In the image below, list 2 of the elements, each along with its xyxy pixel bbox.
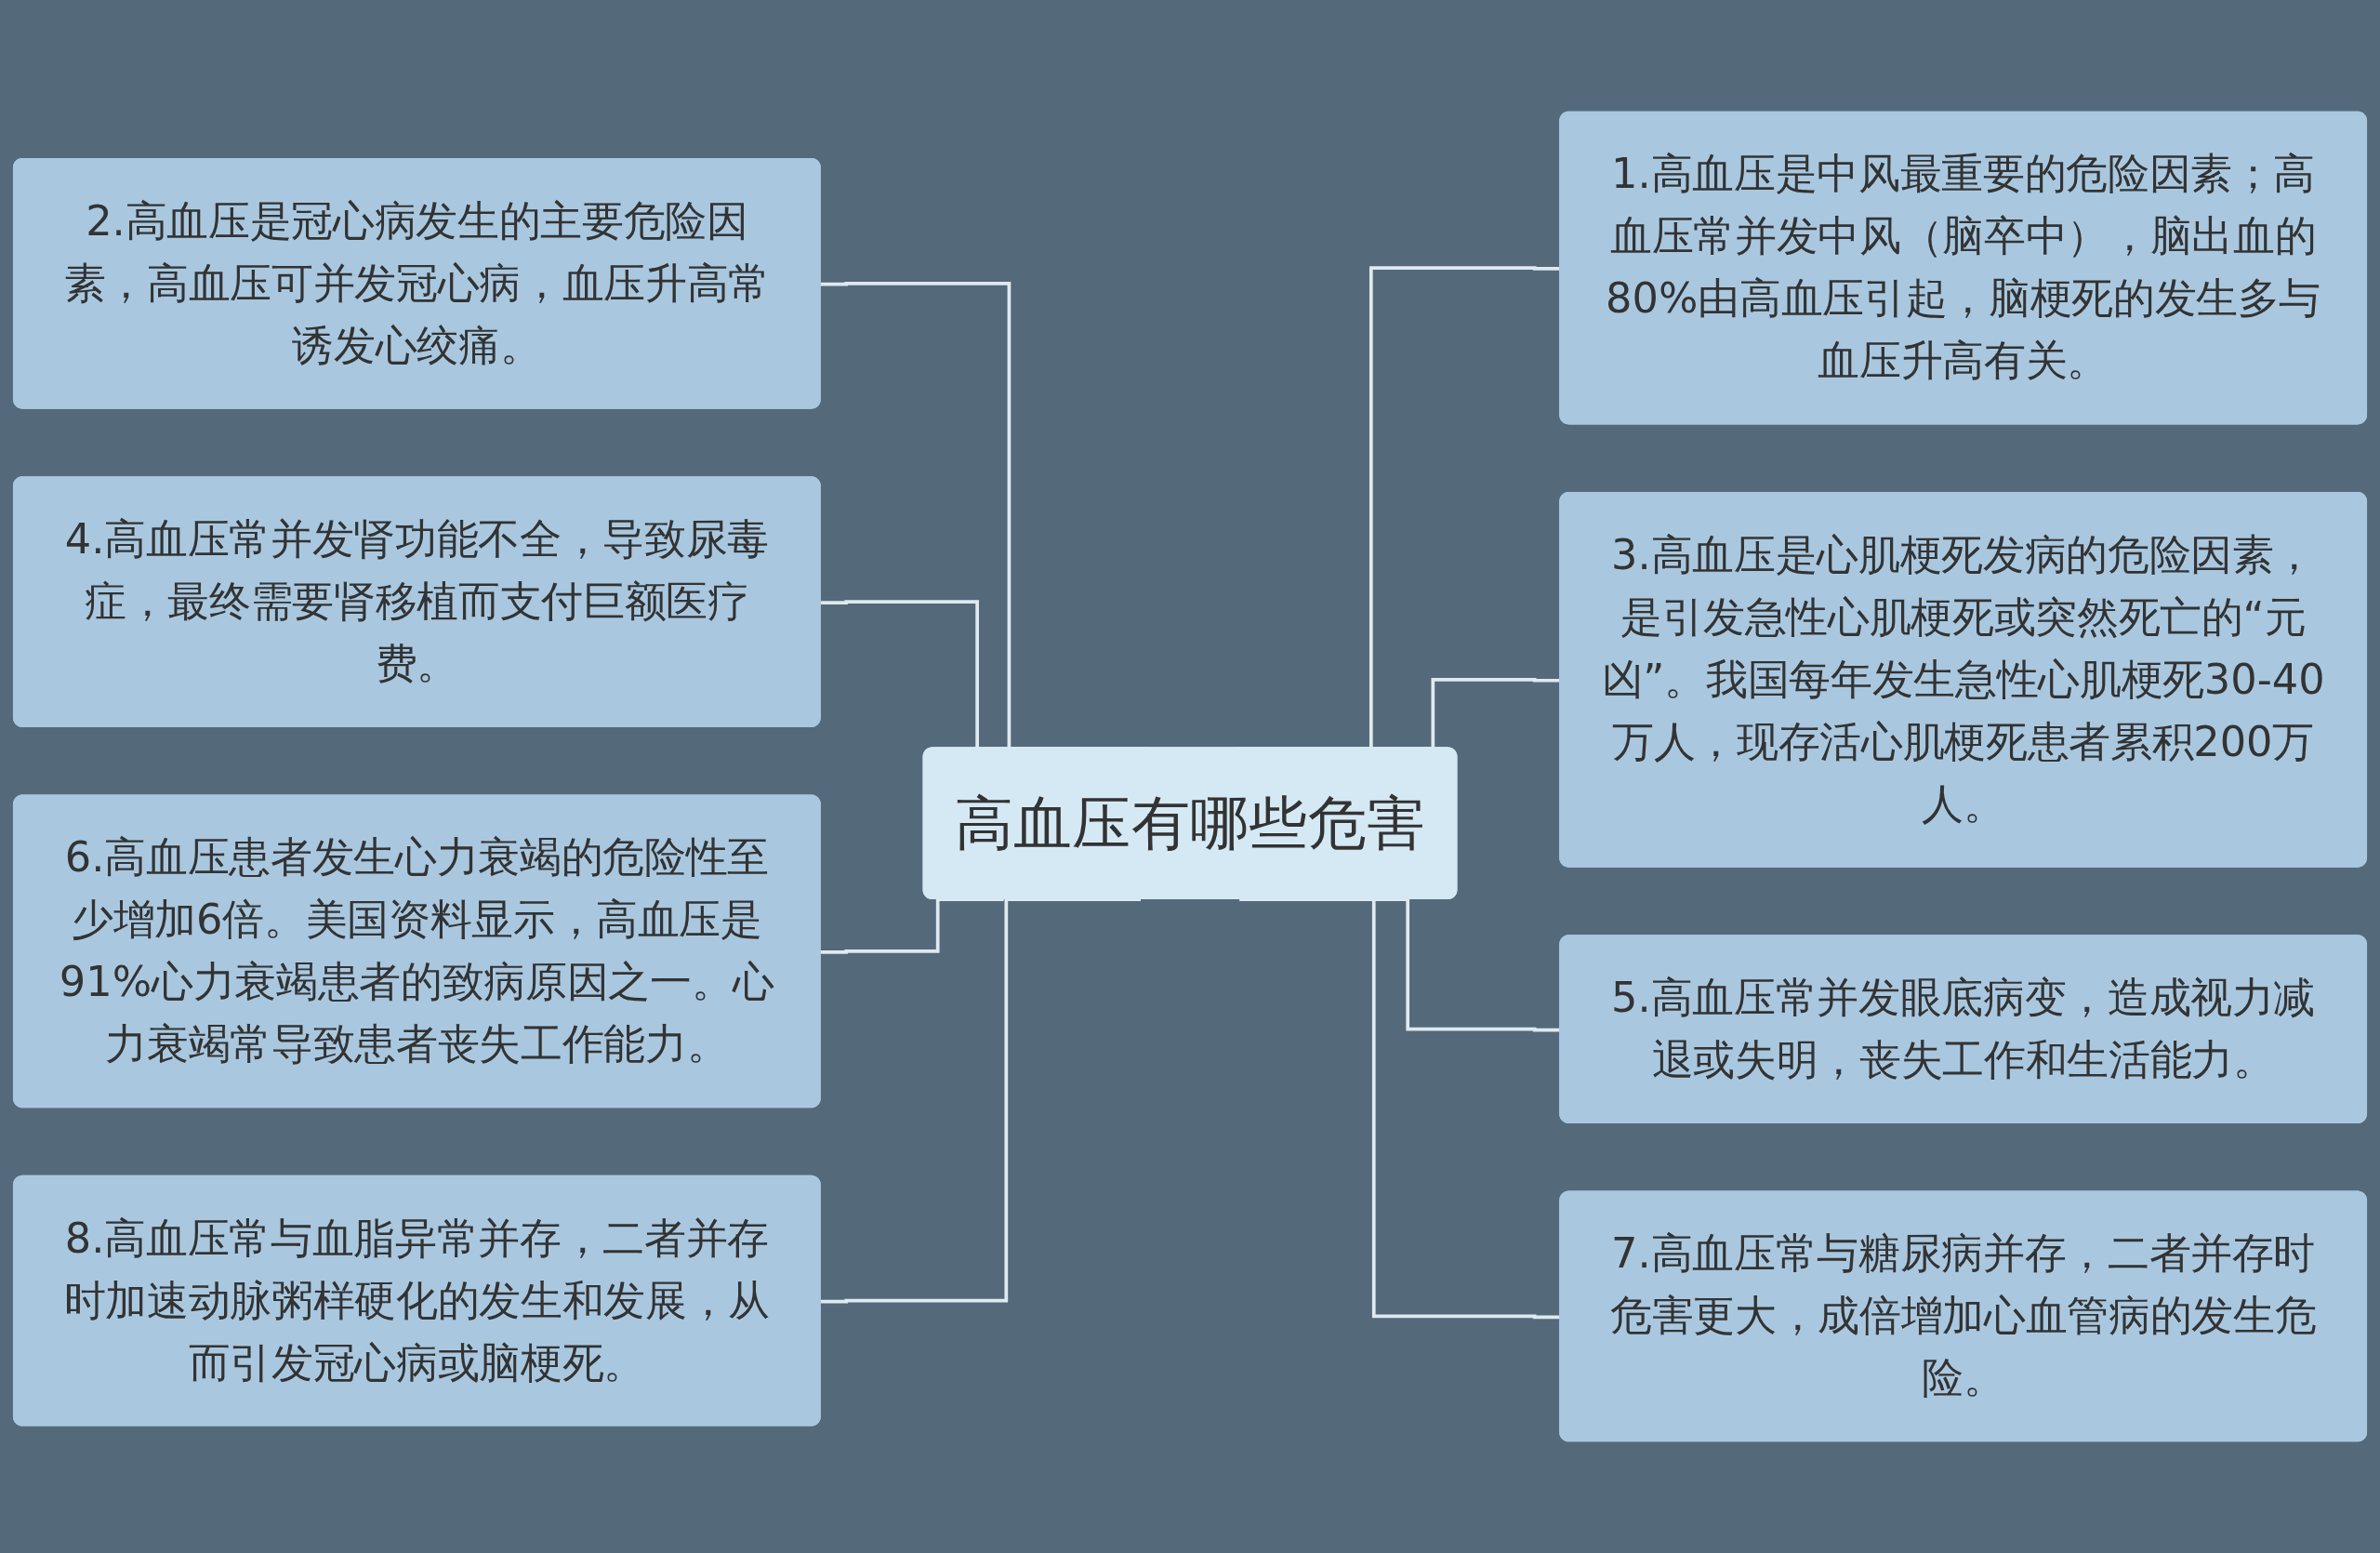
- connector: [820, 897, 1004, 954]
- connector: [820, 897, 1141, 1304]
